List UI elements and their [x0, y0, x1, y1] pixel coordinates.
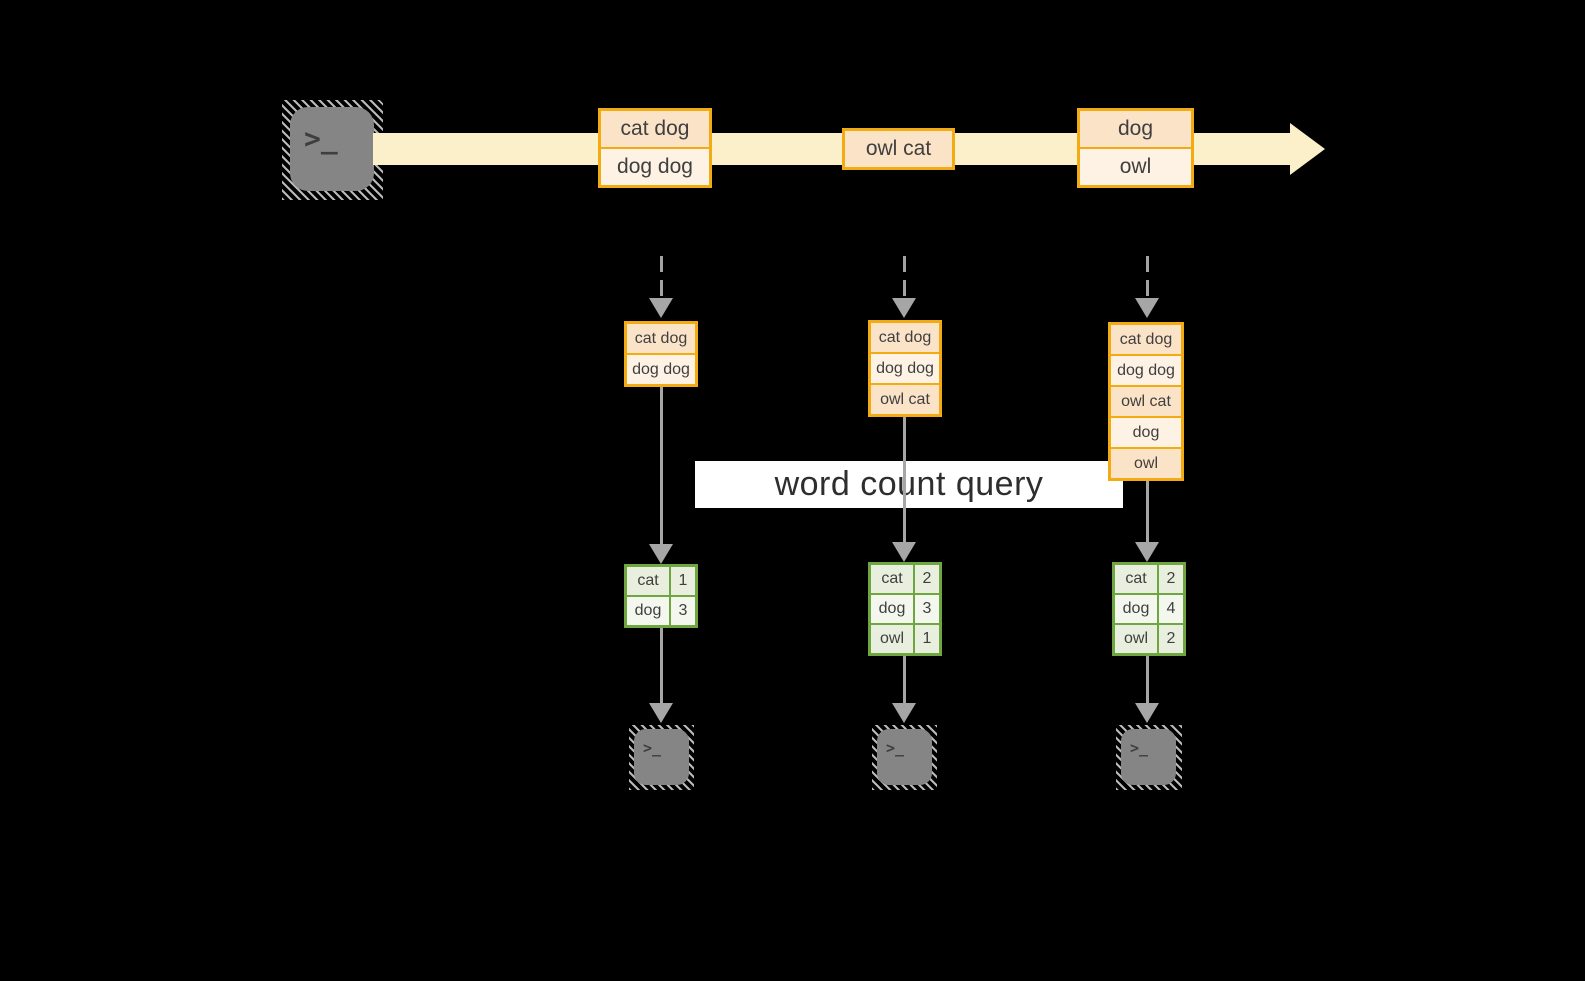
terminal-window: >_ [1121, 729, 1176, 785]
trigger-arrow-head-1 [649, 298, 673, 318]
source-terminal-icon: >_ [282, 100, 383, 200]
count-cell: 2 [1159, 625, 1183, 653]
word-cell: cat [1115, 565, 1157, 593]
sink-arrow-line-2 [903, 656, 906, 703]
word-cell: owl [1115, 625, 1157, 653]
batch-line: cat dog [627, 324, 695, 353]
stream-event-box-2: owl cat [842, 128, 955, 170]
sink-terminal-icon-2: >_ [872, 725, 937, 790]
batch-line: cat dog [871, 323, 939, 352]
batch-line: dog dog [627, 353, 695, 384]
batch-line: owl [1111, 447, 1181, 478]
stream-arrow-head-icon [1290, 123, 1325, 175]
input-batch-box-1: cat dog dog dog [624, 321, 698, 387]
count-cell: 4 [1159, 595, 1183, 623]
terminal-prompt-glyph: >_ [643, 739, 662, 757]
sink-terminal-icon-1: >_ [629, 725, 694, 790]
terminal-window: >_ [290, 107, 374, 191]
input-batch-box-2: cat dog dog dog owl cat [868, 320, 942, 417]
terminal-window: >_ [877, 729, 932, 785]
count-cell: 3 [915, 595, 939, 623]
word-cell: dog [1115, 595, 1157, 623]
query-arrow-line-1 [660, 387, 663, 544]
event-line: dog [1080, 111, 1191, 147]
stream-event-box-1: cat dog dog dog [598, 108, 712, 188]
batch-line: dog dog [1111, 354, 1181, 385]
batch-line: owl cat [871, 383, 939, 414]
trigger-arrow-head-3 [1135, 298, 1159, 318]
query-arrow-line-3 [1146, 481, 1149, 542]
event-line: owl [1080, 147, 1191, 185]
query-label: word count query [774, 465, 1044, 503]
query-arrow-head-2 [892, 542, 916, 562]
query-label-box: word count query [695, 461, 1123, 508]
event-line: cat dog [601, 111, 709, 147]
query-arrow-head-3 [1135, 542, 1159, 562]
word-count-table-2: cat 2 dog 3 owl 1 [868, 562, 942, 656]
terminal-window: >_ [634, 729, 689, 785]
terminal-prompt-glyph: >_ [886, 739, 905, 757]
query-arrow-head-1 [649, 544, 673, 564]
batch-line: dog dog [871, 352, 939, 383]
trigger-arrow-dash-2 [903, 256, 906, 298]
batch-line: dog [1111, 416, 1181, 447]
trigger-arrow-dash-1 [660, 256, 663, 298]
stream-event-box-3: dog owl [1077, 108, 1194, 188]
word-cell: owl [871, 625, 913, 653]
terminal-prompt-glyph: >_ [304, 122, 338, 155]
word-count-table-3: cat 2 dog 4 owl 2 [1112, 562, 1186, 656]
word-cell: dog [871, 595, 913, 623]
word-cell: cat [871, 565, 913, 593]
event-line: owl cat [845, 131, 952, 167]
count-cell: 2 [915, 565, 939, 593]
sink-arrow-head-2 [892, 703, 916, 723]
batch-line: cat dog [1111, 325, 1181, 354]
count-cell: 1 [671, 567, 695, 595]
word-cell: cat [627, 567, 669, 595]
sink-arrow-head-3 [1135, 703, 1159, 723]
count-cell: 1 [915, 625, 939, 653]
count-cell: 3 [671, 597, 695, 625]
terminal-prompt-glyph: >_ [1130, 739, 1149, 757]
sink-terminal-icon-3: >_ [1116, 725, 1182, 790]
sink-arrow-line-3 [1146, 656, 1149, 703]
sink-arrow-line-1 [660, 628, 663, 703]
query-arrow-line-2 [903, 417, 906, 542]
batch-line: owl cat [1111, 385, 1181, 416]
event-line: dog dog [601, 147, 709, 185]
word-count-table-1: cat 1 dog 3 [624, 564, 698, 628]
trigger-arrow-head-2 [892, 298, 916, 318]
input-batch-box-3: cat dog dog dog owl cat dog owl [1108, 322, 1184, 481]
trigger-arrow-dash-3 [1146, 256, 1149, 298]
sink-arrow-head-1 [649, 703, 673, 723]
word-cell: dog [627, 597, 669, 625]
count-cell: 2 [1159, 565, 1183, 593]
